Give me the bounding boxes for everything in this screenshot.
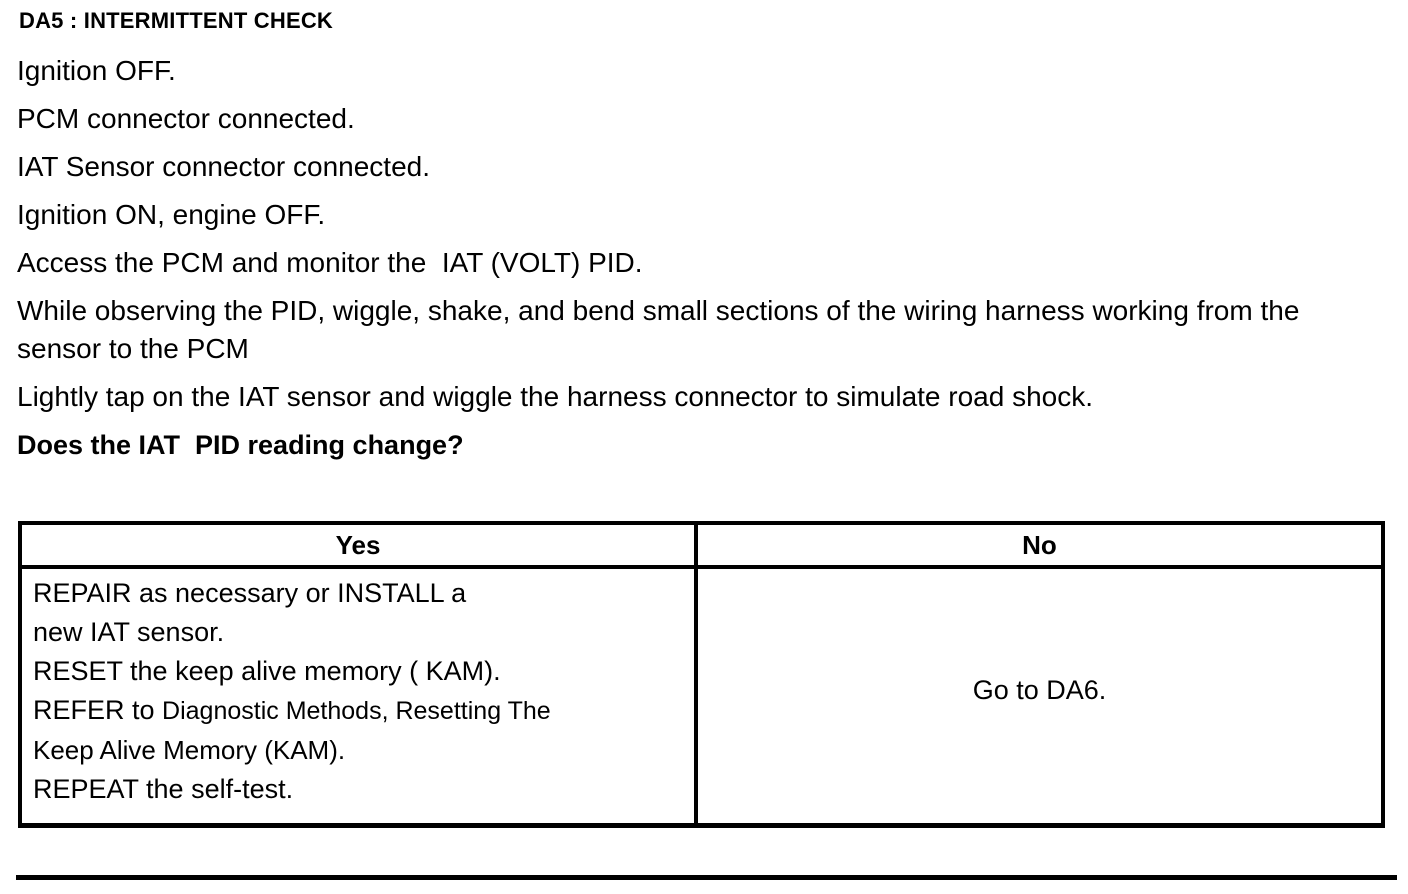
table-body-row: REPAIR as necessary or INSTALL a new IAT…	[22, 569, 1381, 823]
table-cell-no: Go to DA6.	[698, 569, 1381, 823]
refer-tail: Diagnostic Methods, Resetting The	[162, 697, 551, 725]
decision-question: Does the IAT PID reading change?	[17, 430, 464, 460]
table-header-row: Yes No	[22, 525, 1381, 569]
table-header-no: No	[1022, 530, 1057, 560]
yes-line: Keep Alive Memory (KAM).	[33, 735, 346, 765]
step-item: Access the PCM and monitor the IAT (VOLT…	[17, 247, 643, 278]
yes-line: new IAT sensor.	[33, 617, 225, 647]
step-item: Ignition OFF.	[17, 55, 176, 86]
step-item: PCM connector connected.	[17, 103, 355, 134]
page-title: DA5 : INTERMITTENT CHECK	[19, 8, 334, 33]
decision-table: Yes No REPAIR as necessary or INSTALL a …	[18, 521, 1385, 828]
refer-lead: REFER to	[33, 695, 163, 725]
step-list: Ignition OFF. PCM connector connected. I…	[17, 52, 1387, 464]
yes-line: REPEAT the self-test.	[33, 774, 294, 804]
table-cell-yes: REPAIR as necessary or INSTALL a new IAT…	[22, 569, 698, 823]
step-item: IAT Sensor connector connected.	[17, 151, 430, 182]
table-header-yes: Yes	[22, 525, 698, 565]
footer-divider	[16, 875, 1397, 880]
yes-line-refer: REFER to Diagnostic Methods, Resetting T…	[33, 691, 694, 731]
yes-line: RESET the keep alive memory ( KAM).	[33, 656, 501, 686]
step-item: Lightly tap on the IAT sensor and wiggle…	[17, 381, 1094, 412]
goto-reference: Go to DA6.	[972, 675, 1107, 705]
step-item: Ignition ON, engine OFF.	[17, 199, 326, 230]
yes-line: REPAIR as necessary or INSTALL a	[33, 578, 467, 608]
step-item: While observing the PID, wiggle, shake, …	[17, 295, 1300, 364]
